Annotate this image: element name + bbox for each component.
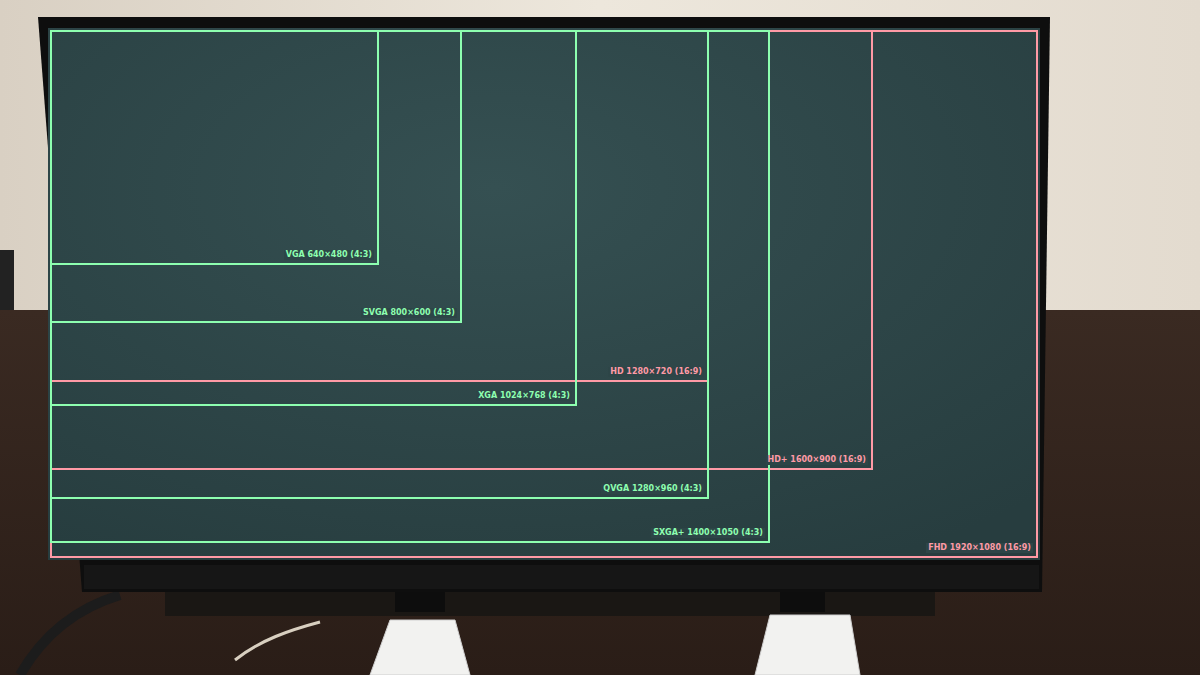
- resolution-label: FHD 1920×1080 (16:9): [926, 543, 1033, 553]
- dark-object: [0, 250, 14, 310]
- connector: [395, 592, 445, 612]
- wire: [235, 622, 320, 660]
- resolution-label: XGA 1024×768 (4:3): [476, 391, 572, 401]
- screen: [48, 28, 1040, 560]
- resolution-label: VGA 640×480 (4:3): [284, 250, 374, 260]
- resolution-label: SXGA+ 1400×1050 (4:3): [651, 528, 765, 538]
- resolution-box: XGA 1024×768 (4:3) SVGA 800×600 (4:3) VGA …: [50, 30, 577, 406]
- power-cable: [20, 595, 120, 675]
- stand-foot: [755, 615, 860, 675]
- connector: [780, 592, 825, 612]
- resolution-box: SVGA 800×600 (4:3) VGA 640×480 (4:3): [50, 30, 462, 323]
- resolution-label: SVGA 800×600 (4:3): [361, 308, 457, 318]
- resolution-box: HD 1280×720 (16:9): [50, 30, 709, 382]
- resolution-label: HD 1280×720 (16:9): [608, 367, 704, 377]
- screen-area: FHD 1920×1080 (16:9) HD+ 1600×900 (16:9) H…: [50, 30, 1038, 558]
- monitor-bezel: [38, 17, 1050, 592]
- resolution-label: HD+ 1600×900 (16:9): [766, 455, 869, 465]
- resolution-box: QVGA 1280×960 (4:3) XGA 1024×768 (4:3) SVG…: [50, 30, 709, 499]
- bezel-chin: [84, 565, 1039, 589]
- resolution-label: QVGA 1280×960 (4:3): [601, 484, 704, 494]
- driver-board: [165, 588, 935, 616]
- resolution-box: FHD 1920×1080 (16:9) HD+ 1600×900 (16:9) H…: [50, 30, 1038, 558]
- resolution-box: VGA 640×480 (4:3): [50, 30, 379, 265]
- stand-foot: [370, 620, 470, 675]
- resolution-box: SXGA+ 1400×1050 (4:3) QVGA 1280×960 (4:3)…: [50, 30, 770, 543]
